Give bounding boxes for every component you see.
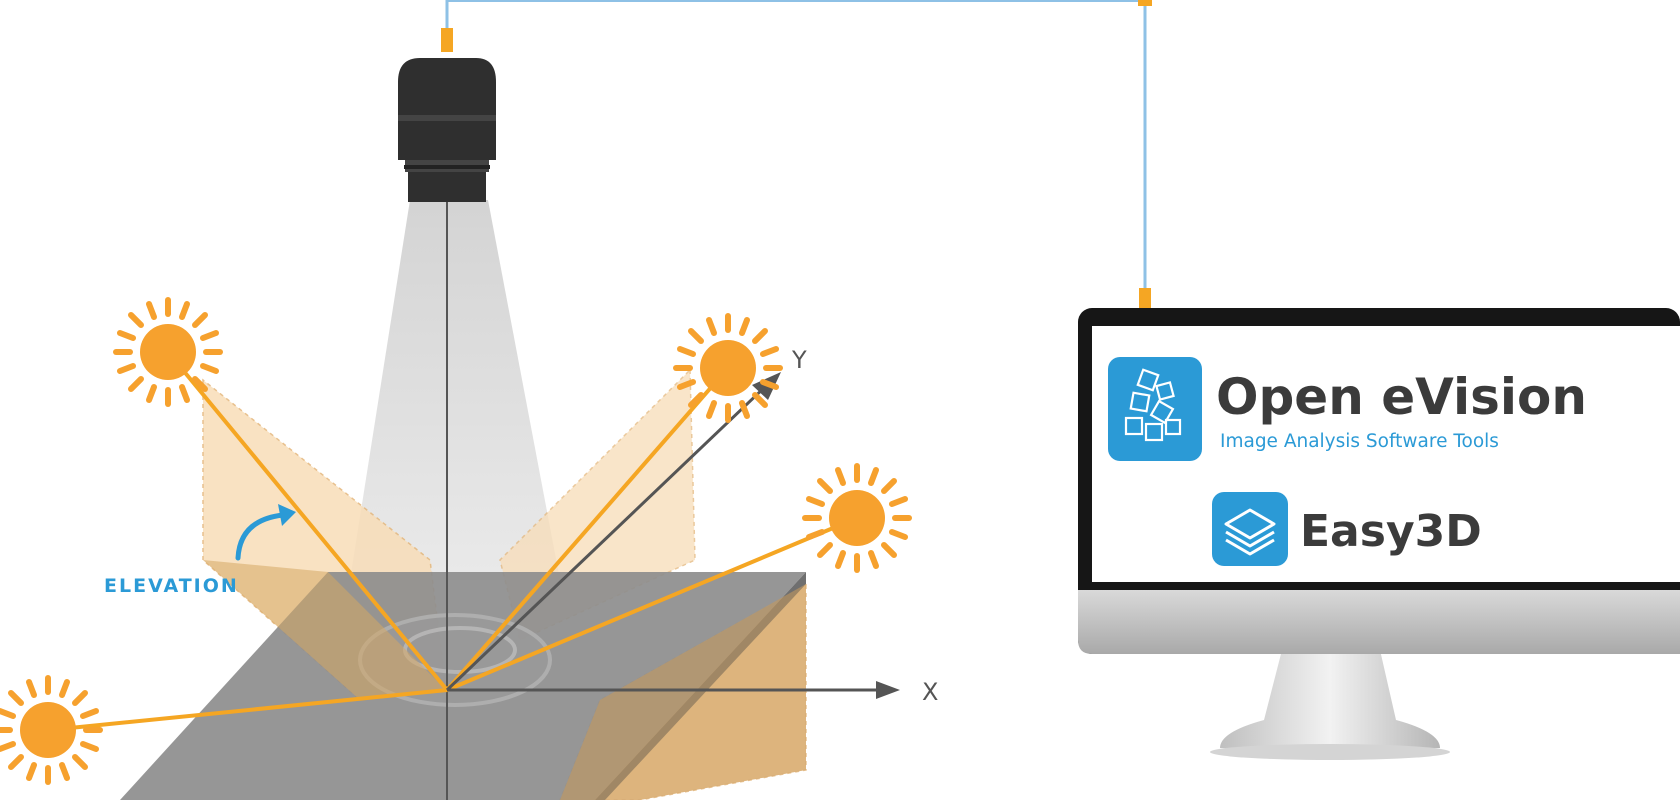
light-rays [48,350,859,732]
camera-field-of-view [350,200,560,580]
product-subtitle: Image Analysis Software Tools [1220,431,1499,452]
sun-icon [116,300,220,404]
y-axis-label: Y [791,346,807,374]
elevation-label: ELEVATION [104,575,239,597]
stack-layers-icon [1212,492,1288,566]
monitor: Open eVision Image Analysis Software Too… [1078,308,1680,760]
data-cable [441,0,1152,314]
monitor-connector-icon [1139,288,1151,314]
x-axis-arrowhead [876,681,900,699]
x-axis-label: X [922,678,938,706]
library-name: Easy3D [1300,506,1482,557]
cubes-logo-icon [1108,357,1202,461]
elevation-arrow-icon [235,512,286,561]
monitor-stand [1220,650,1440,748]
sun-icon [805,466,909,570]
camera-icon [398,58,496,202]
product-title: Open eVision [1216,368,1587,426]
sun-icon [676,316,780,420]
camera-connector-icon [441,28,453,52]
sun-icon [0,678,100,782]
